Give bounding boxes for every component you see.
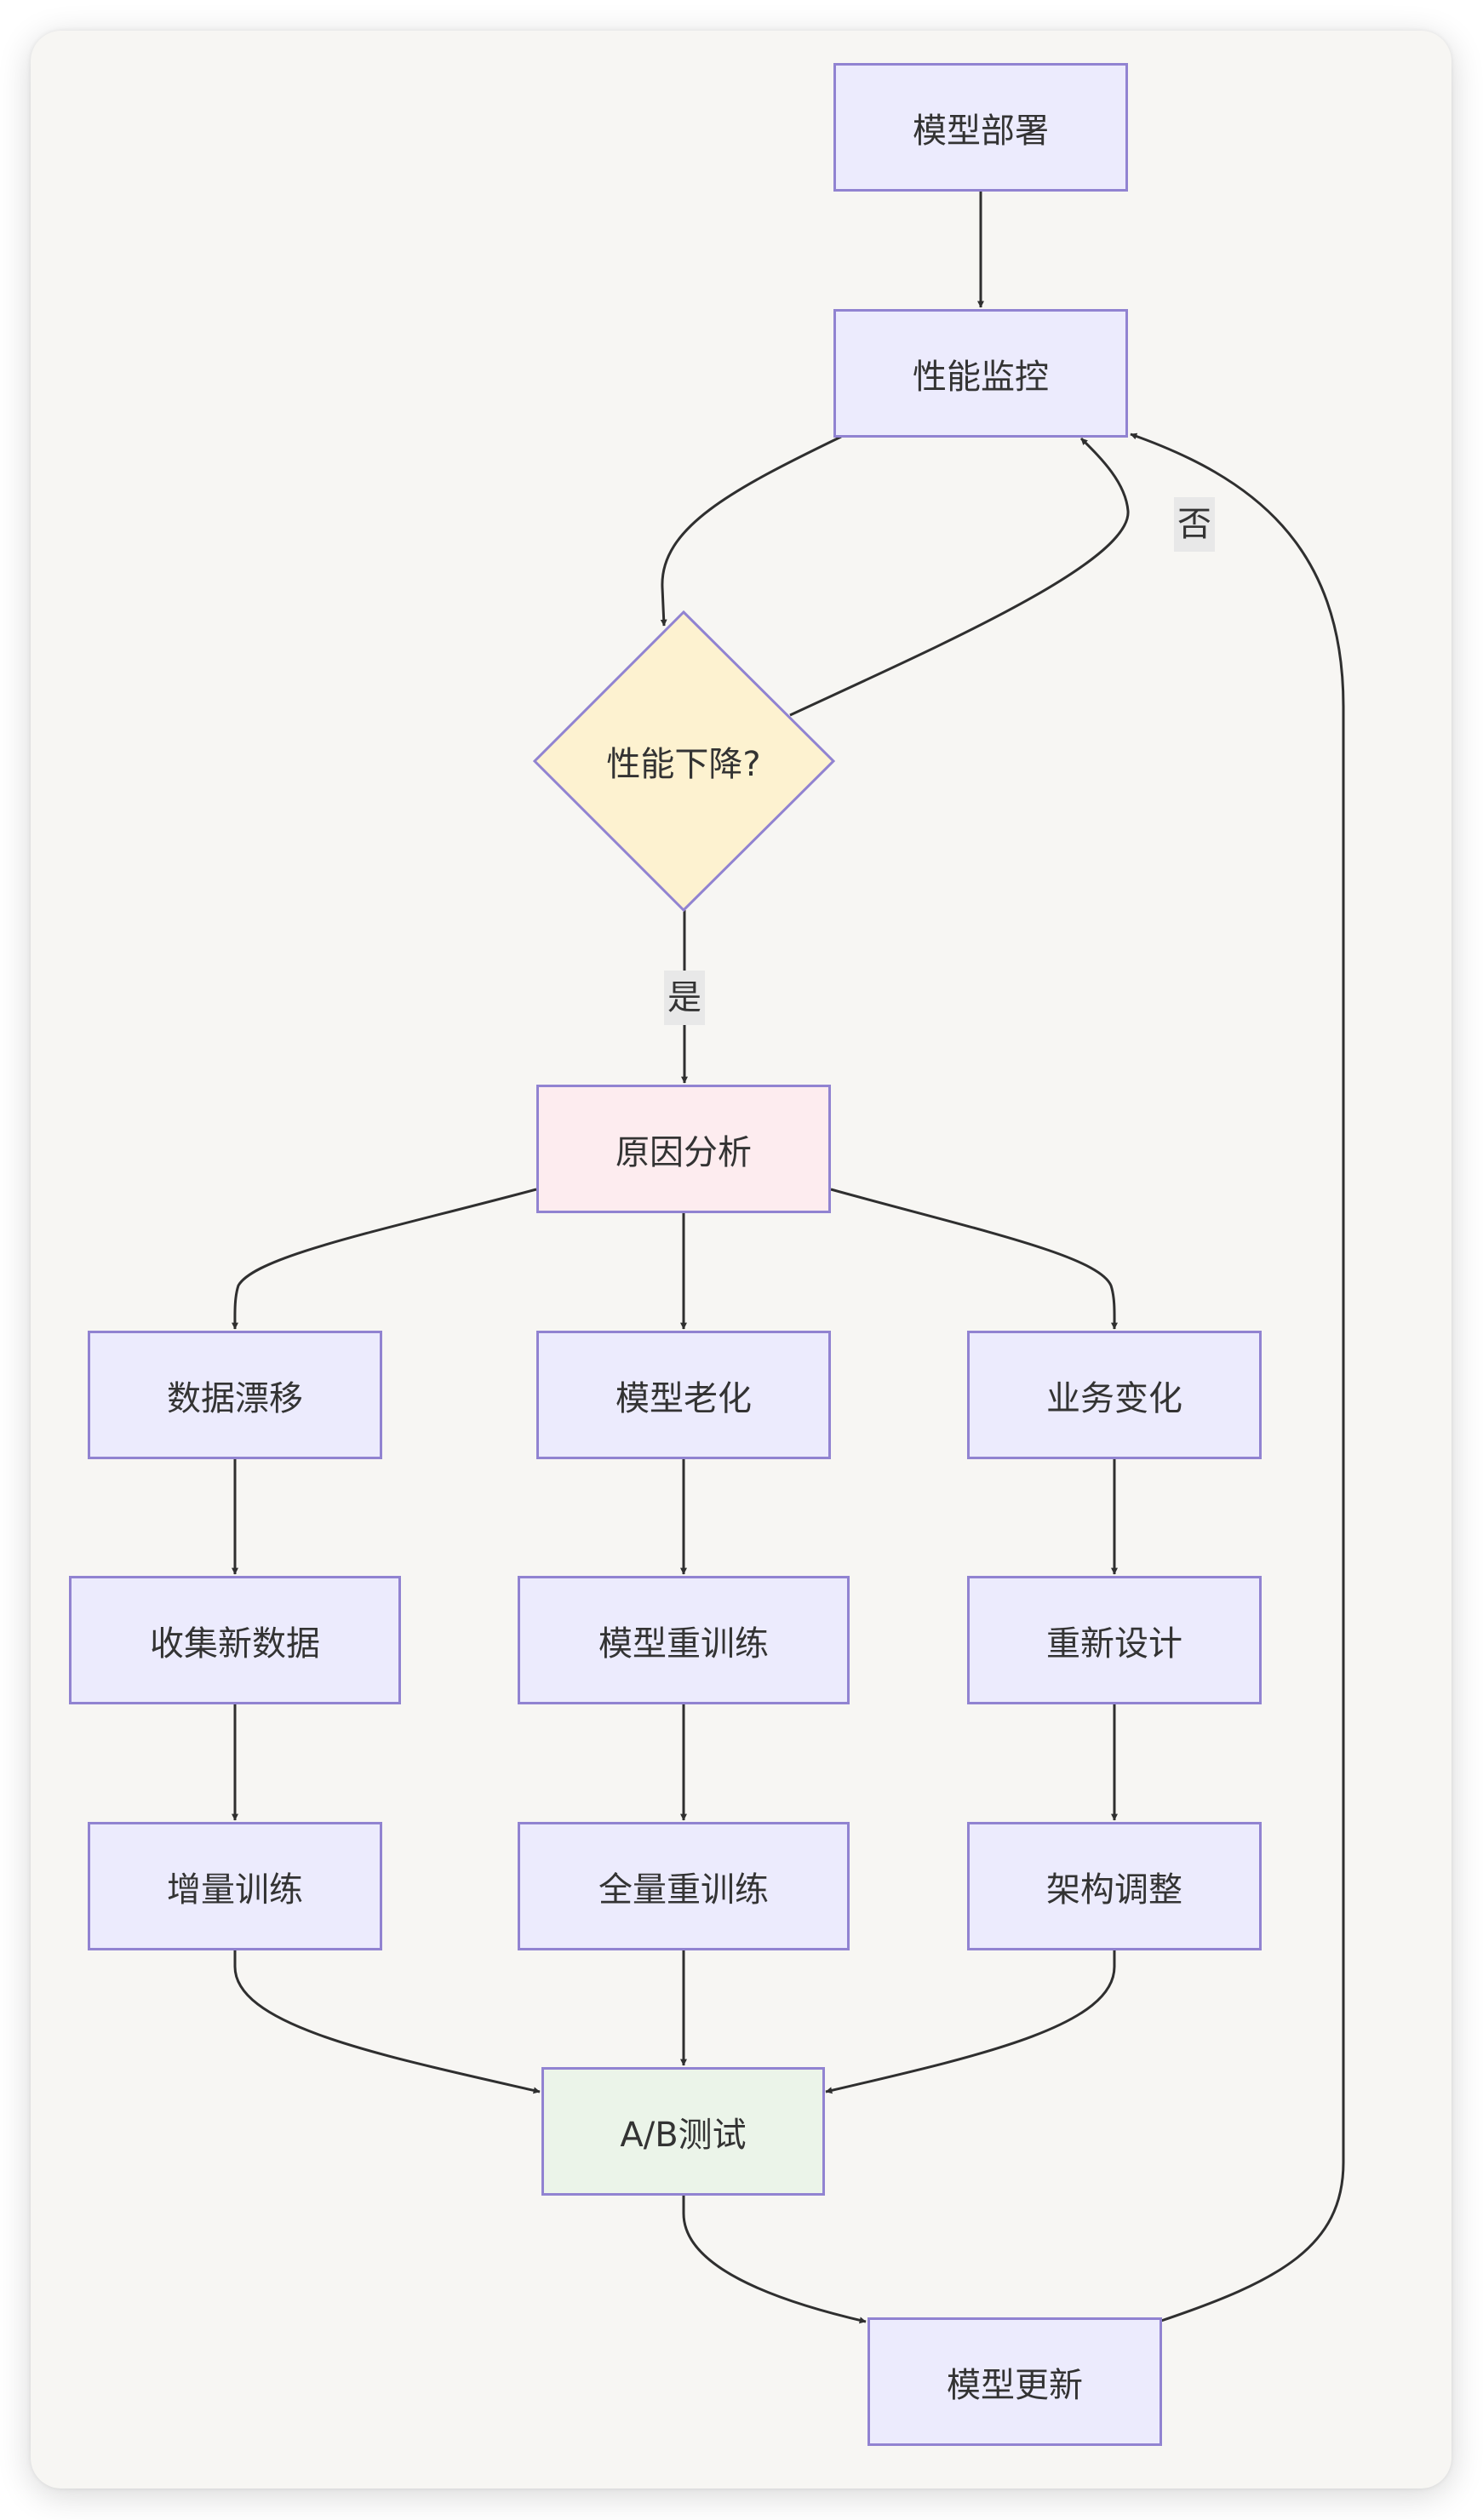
node-deploy-label: 模型部署: [913, 111, 1049, 151]
node-collect[interactable]: 收集新数据: [69, 1576, 401, 1704]
decision-label: 性能下降?: [606, 745, 761, 784]
node-update-label: 模型更新: [947, 2365, 1083, 2405]
node-incremental[interactable]: 增量训练: [88, 1822, 382, 1950]
node-business-label: 业务变化: [1046, 1378, 1182, 1418]
node-aging[interactable]: 模型老化: [536, 1331, 831, 1459]
node-business[interactable]: 业务变化: [967, 1331, 1262, 1459]
node-deploy[interactable]: 模型部署: [833, 63, 1128, 192]
node-retrain[interactable]: 模型重训练: [518, 1576, 850, 1704]
node-monitor-label: 性能监控: [913, 357, 1049, 397]
edge-update-monitor: [1130, 432, 1345, 2322]
edge-arch-abtest: [825, 1950, 1116, 2094]
node-aging-label: 模型老化: [616, 1378, 752, 1418]
edge-label-yes: 是: [664, 971, 705, 1025]
edge-label-no: 否: [1174, 497, 1215, 552]
node-incremental-label: 增量训练: [167, 1870, 303, 1910]
node-abtest[interactable]: A/B测试: [541, 2067, 825, 2196]
node-retrain-label: 模型重训练: [598, 1624, 769, 1664]
node-arch[interactable]: 架构调整: [967, 1822, 1262, 1950]
node-abtest-label: A/B测试: [620, 2115, 747, 2155]
node-redesign-label: 重新设计: [1046, 1624, 1182, 1664]
node-analysis-label: 原因分析: [616, 1132, 752, 1172]
node-redesign[interactable]: 重新设计: [967, 1576, 1262, 1704]
node-monitor[interactable]: 性能监控: [833, 309, 1128, 438]
edge-incremental-abtest: [233, 1950, 541, 2094]
node-full-retrain[interactable]: 全量重训练: [518, 1822, 850, 1950]
edge-abtest-update: [682, 2195, 867, 2324]
edge-analysis-business: [830, 1188, 1119, 1330]
node-collect-label: 收集新数据: [150, 1624, 320, 1664]
edge-decision-monitor-no: [789, 437, 1130, 717]
node-full-retrain-label: 全量重训练: [598, 1870, 769, 1910]
node-drift[interactable]: 数据漂移: [88, 1331, 382, 1459]
edge-analysis-drift: [231, 1188, 537, 1330]
node-update[interactable]: 模型更新: [867, 2317, 1162, 2446]
node-analysis[interactable]: 原因分析: [536, 1085, 831, 1213]
node-drift-label: 数据漂移: [167, 1378, 303, 1418]
edge-monitor-decision: [660, 435, 842, 627]
node-arch-label: 架构调整: [1046, 1870, 1182, 1910]
